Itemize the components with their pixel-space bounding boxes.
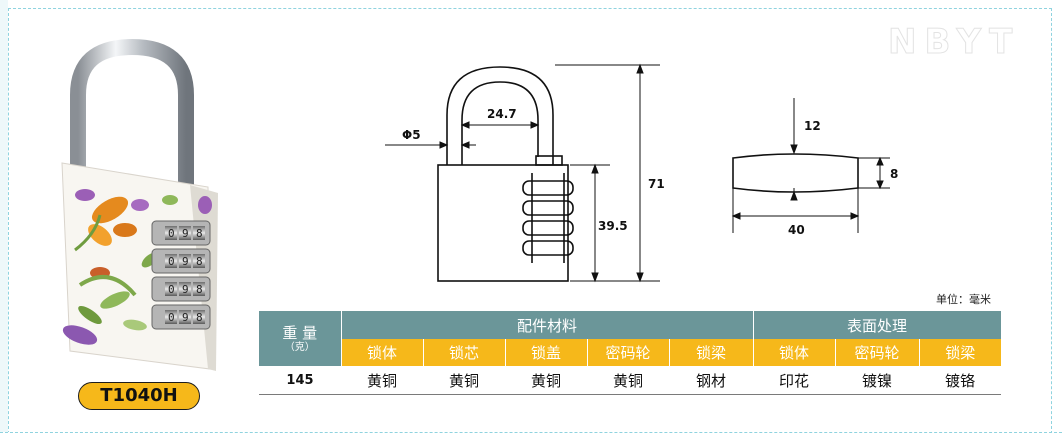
finish-cell: 镀铬 xyxy=(919,366,1002,395)
dial-digit: 0 xyxy=(168,283,175,296)
dial-digit: 8 xyxy=(196,311,203,324)
section-dimension-drawing: 12 8 40 xyxy=(731,98,898,237)
dial-digit: 9 xyxy=(182,255,189,268)
material-group-header: 配件材料 xyxy=(340,311,754,339)
dim-section-width: 40 xyxy=(788,223,805,237)
dial-digit: 9 xyxy=(182,227,189,240)
material-cell: 黄铜 xyxy=(505,366,587,395)
material-cell: 钢材 xyxy=(669,366,753,395)
dial-digit: 9 xyxy=(182,311,189,324)
spec-table: 重 量 （克） 配件材料 表面处理 锁体 锁芯 锁盖 密码轮 锁梁 锁体 密码轮… xyxy=(259,311,1002,395)
dial-digit: 0 xyxy=(168,227,175,240)
material-col-header: 锁盖 xyxy=(504,339,587,366)
left-border-strip xyxy=(0,0,8,442)
material-cell: 黄铜 xyxy=(587,366,669,395)
dial-digit: 8 xyxy=(196,283,203,296)
material-col-header: 锁芯 xyxy=(422,339,505,366)
weight-unit: （克） xyxy=(284,341,315,353)
material-cell: 黄铜 xyxy=(423,366,505,395)
dial-digit: 0 xyxy=(168,311,175,324)
finish-group-header: 表面处理 xyxy=(752,311,1002,339)
material-col-header: 锁体 xyxy=(340,339,423,366)
dim-body-height: 39.5 xyxy=(598,219,628,233)
finish-cell: 印花 xyxy=(753,366,835,395)
dashed-frame-bottom xyxy=(0,432,1062,442)
unit-label: 单位：毫米 xyxy=(936,293,991,306)
floral-pattern xyxy=(62,189,212,345)
front-dimension-drawing: 24.7 Φ5 71 39.5 xyxy=(385,63,665,283)
material-col-header: 密码轮 xyxy=(586,339,669,366)
material-col-header: 锁梁 xyxy=(668,339,753,366)
weight-header: 重 量 （克） xyxy=(259,311,342,366)
dim-shackle-width: 24.7 xyxy=(487,107,517,121)
material-cell: 黄铜 xyxy=(341,366,423,395)
finish-col-header: 密码轮 xyxy=(834,339,919,366)
model-badge: T1040H xyxy=(78,382,200,410)
dial-digit: 9 xyxy=(182,283,189,296)
weight-value: 145 xyxy=(259,366,341,395)
finish-col-header: 锁梁 xyxy=(918,339,1002,366)
dim-total-height: 71 xyxy=(648,177,665,191)
dim-shackle-diameter: Φ5 xyxy=(402,128,421,142)
dim-section-thickness: 8 xyxy=(890,167,898,181)
dim-section-height: 12 xyxy=(804,119,821,133)
dial-digit: 0 xyxy=(168,255,175,268)
finish-cell: 镀镍 xyxy=(835,366,919,395)
weight-label: 重 量 xyxy=(282,323,318,342)
finish-col-header: 锁体 xyxy=(752,339,835,366)
dial-digit: 8 xyxy=(196,255,203,268)
brand-watermark: NBYT xyxy=(888,22,1021,63)
dial-digit: 8 xyxy=(196,227,203,240)
